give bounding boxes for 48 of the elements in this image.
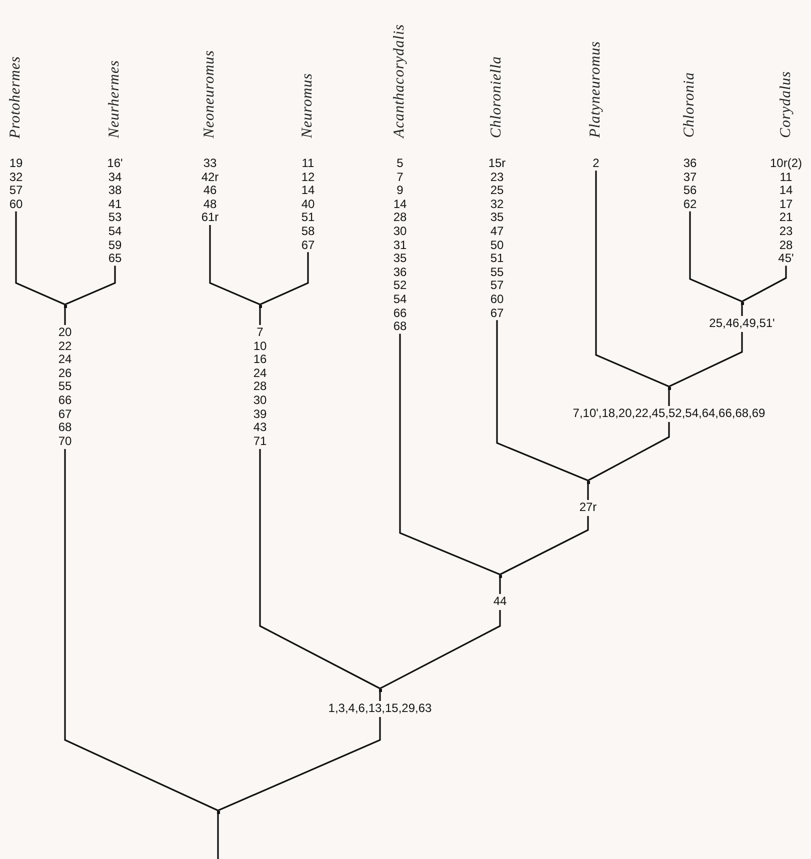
edge-label: 27r [577, 500, 599, 516]
character-list: 19 32 57 60 [9, 157, 23, 212]
branch-line [399, 334, 500, 576]
character-list: 5 7 9 14 28 30 31 35 36 52 54 66 68 [393, 157, 407, 334]
edge-label: 20 22 24 26 55 66 67 68 70 [56, 325, 74, 450]
taxon-name: Corydalus [778, 70, 794, 138]
branch-point [216, 810, 220, 814]
branch-line [496, 320, 588, 482]
edge-label: 25,46,49,51' [707, 316, 777, 332]
edge-label: 7,10',18,20,22,45,52,54,64,66,68,69 [570, 406, 768, 422]
taxon-name: Neurhermes [106, 60, 124, 138]
character-list: 33 42r 46 48 61r [201, 157, 219, 225]
taxon-name: Acanthacorydalis [392, 24, 408, 138]
edge-label: 44 [491, 594, 509, 610]
branch-line [595, 170, 670, 388]
branch-point [668, 386, 670, 390]
branch-line [742, 266, 787, 302]
branch-point [498, 574, 502, 578]
branch-line [217, 814, 219, 859]
branch-point [64, 304, 66, 308]
character-list: 15r 23 25 32 35 47 50 51 55 57 60 67 [488, 157, 506, 320]
branch-line [668, 304, 743, 388]
edge-label: 7 10 16 24 28 30 39 43 71 [251, 325, 269, 450]
branch-point [378, 688, 382, 692]
character-list: 36 37 56 62 [683, 157, 697, 212]
branch-line [15, 211, 66, 306]
branch-line [209, 224, 260, 306]
taxon-name: Platyneuromus [588, 41, 604, 138]
character-list: 16' 34 38 41 53 54 59 65 [107, 157, 123, 266]
taxon-name: Neuromus [300, 72, 316, 138]
branch-point [586, 480, 590, 484]
character-list: 2 [592, 157, 600, 171]
taxon-name: Neoneuromus [202, 50, 218, 138]
taxon-name: Chloroniella [488, 56, 506, 138]
branch-point [740, 302, 744, 304]
branch-line [64, 266, 116, 306]
branch-line [380, 578, 501, 690]
branch-line [689, 211, 742, 302]
character-list: 11 12 14 40 51 58 67 [301, 157, 315, 252]
taxon-name: Chloronia [682, 72, 698, 138]
branch-line [260, 252, 309, 306]
edge-label: 1,3,4,6,13,15,29,63 [326, 701, 434, 717]
character-list: 10r(2) 11 14 17 21 23 28 45' [770, 157, 802, 266]
branch-line [500, 484, 589, 576]
branch-line [218, 692, 381, 812]
branch-line [588, 390, 670, 482]
branch-point [258, 304, 262, 308]
taxon-name: Protohermes [8, 56, 24, 138]
